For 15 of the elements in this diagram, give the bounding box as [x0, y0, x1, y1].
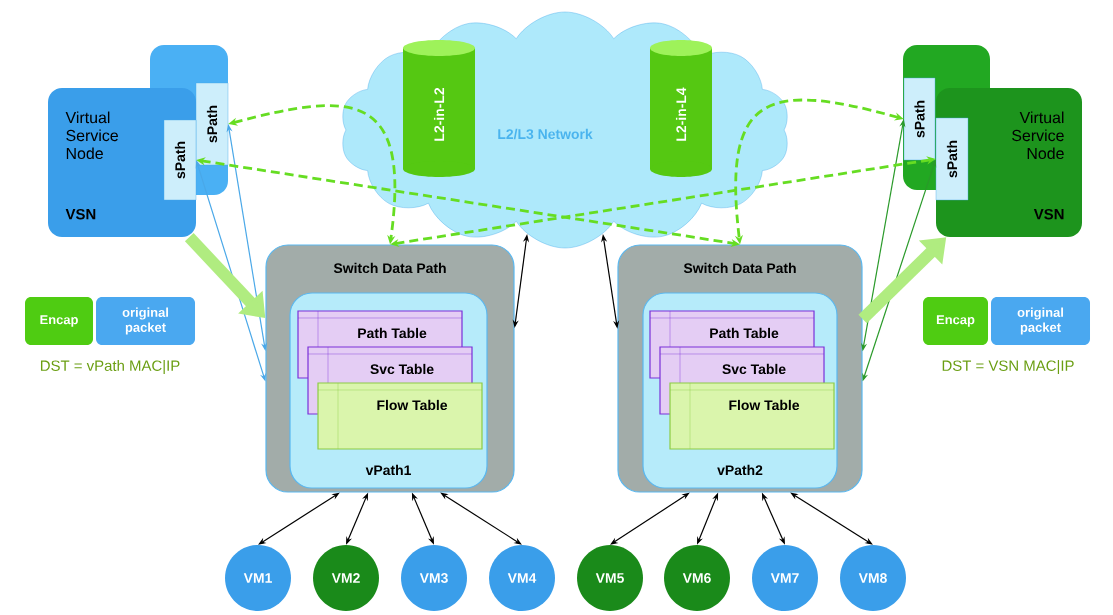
- tunnel-cylinder: L2-in-L2: [403, 40, 475, 177]
- tunnel-cylinder: L2-in-L4: [650, 40, 712, 177]
- packet-box: Encap: [923, 297, 988, 345]
- address-label: DST = VSN MAC|IP: [942, 360, 1074, 374]
- packet-box: original packet: [96, 297, 195, 345]
- double-arrow: [610, 492, 690, 545]
- table-card: Flow Table: [669, 382, 835, 450]
- double-arrow: [258, 492, 340, 545]
- packet-box: original packet: [991, 297, 1090, 345]
- tab: sPath: [903, 77, 936, 161]
- tab: sPath: [195, 82, 229, 166]
- packet-box: Encap: [25, 297, 93, 345]
- tab: sPath: [163, 119, 197, 201]
- table-card: Flow Table: [317, 382, 483, 450]
- address-label: DST = vPath MAC|IP: [41, 360, 180, 374]
